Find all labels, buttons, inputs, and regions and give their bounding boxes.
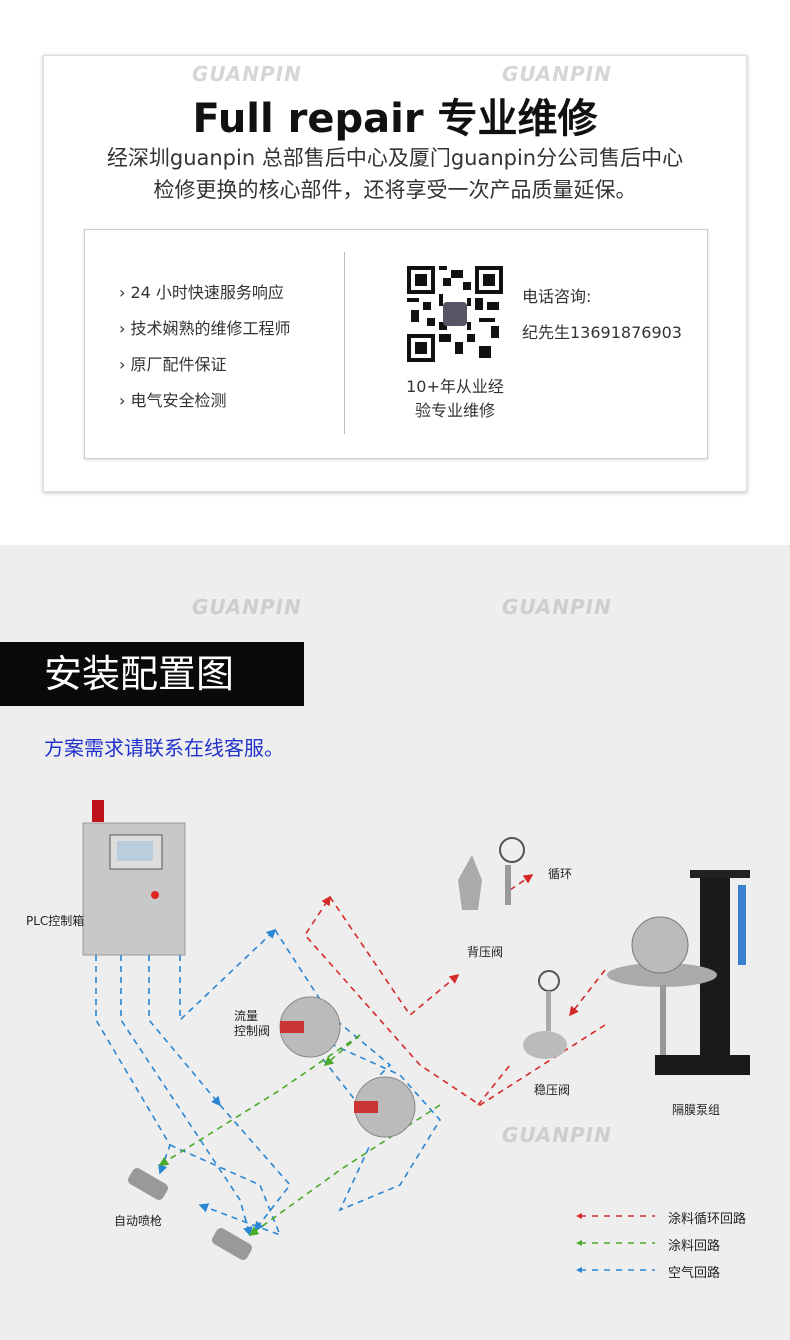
qr-code (407, 266, 503, 362)
install-banner: 安装配置图 (0, 642, 304, 706)
service-box: › 24 小时快速服务响应 › 技术娴熟的维修工程师 › 原厂配件保证 › 电气… (84, 229, 708, 459)
repair-section: GUANPIN GUANPIN Full repair 专业维修 经深圳guan… (0, 0, 790, 545)
label-plc: PLC控制箱 (26, 914, 85, 928)
phone-label: 电话咨询: (522, 287, 592, 306)
label-stabilizer: 稳压阀 (534, 1083, 571, 1097)
watermark: GUANPIN (192, 62, 302, 86)
legend-air: 空气回路 (668, 1266, 721, 1281)
watermark: GUANPIN (502, 62, 612, 86)
phone-contact[interactable]: 纪先生13691876903 (522, 323, 682, 342)
label-back-valve: 背压阀 (467, 945, 504, 959)
diaphragm-pump-unit (607, 870, 750, 1075)
back-pressure-valve (458, 837, 525, 910)
qr-caption: 10+年从业经 验专业维修 (385, 375, 525, 423)
watermark: GUANPIN (502, 1123, 612, 1147)
feature-item: › 原厂配件保证 (119, 355, 227, 374)
label-cycle: 循环 (548, 867, 573, 881)
label-pump: 隔膜泵组 (672, 1103, 721, 1117)
desc-line: 检修更换的核心部件，还将享受一次产品质量延保。 (153, 178, 637, 202)
flow-control-valve (354, 1076, 416, 1138)
divider (344, 252, 345, 434)
legend-paint: 涂料回路 (668, 1239, 721, 1254)
watermark: GUANPIN (192, 595, 302, 619)
install-diagram (82, 800, 750, 1273)
install-subtitle[interactable]: 方案需求请联系在线客服。 (44, 736, 284, 760)
paint-circulation-lines (303, 874, 606, 1106)
repair-card: GUANPIN GUANPIN Full repair 专业维修 经深圳guan… (43, 55, 747, 492)
spray-gun (128, 1168, 168, 1200)
install-section: GUANPIN GUANPIN GUANPIN 安装配置图 方案需求请联系在线客… (0, 545, 790, 1340)
flow-control-valve (279, 996, 341, 1058)
desc-line: 经深圳guanpin 总部售后中心及厦门guanpin分公司售后中心 (106, 146, 684, 170)
plc-control-box (82, 800, 186, 956)
feature-item: › 技术娴熟的维修工程师 (119, 319, 291, 338)
repair-title: Full repair 专业维修 (192, 96, 598, 142)
spray-gun (212, 1228, 252, 1260)
legend-circulation: 涂料循环回路 (668, 1212, 747, 1227)
paint-lines (158, 1034, 441, 1236)
caption-line: 验专业维修 (414, 401, 495, 420)
pressure-stabilizer-valve (523, 970, 567, 1059)
caption-line: 10+年从业经 (406, 377, 504, 396)
label-flow: 流量 (234, 1009, 259, 1023)
feature-item: › 电气安全检测 (119, 391, 227, 410)
feature-item: › 24 小时快速服务响应 (119, 283, 284, 302)
label-gun: 自动喷枪 (114, 1214, 163, 1228)
label-flow: 控制阀 (234, 1024, 271, 1038)
repair-description: 经深圳guanpin 总部售后中心及厦门guanpin分公司售后中心 检修更换的… (44, 142, 746, 206)
watermark: GUANPIN (502, 595, 612, 619)
